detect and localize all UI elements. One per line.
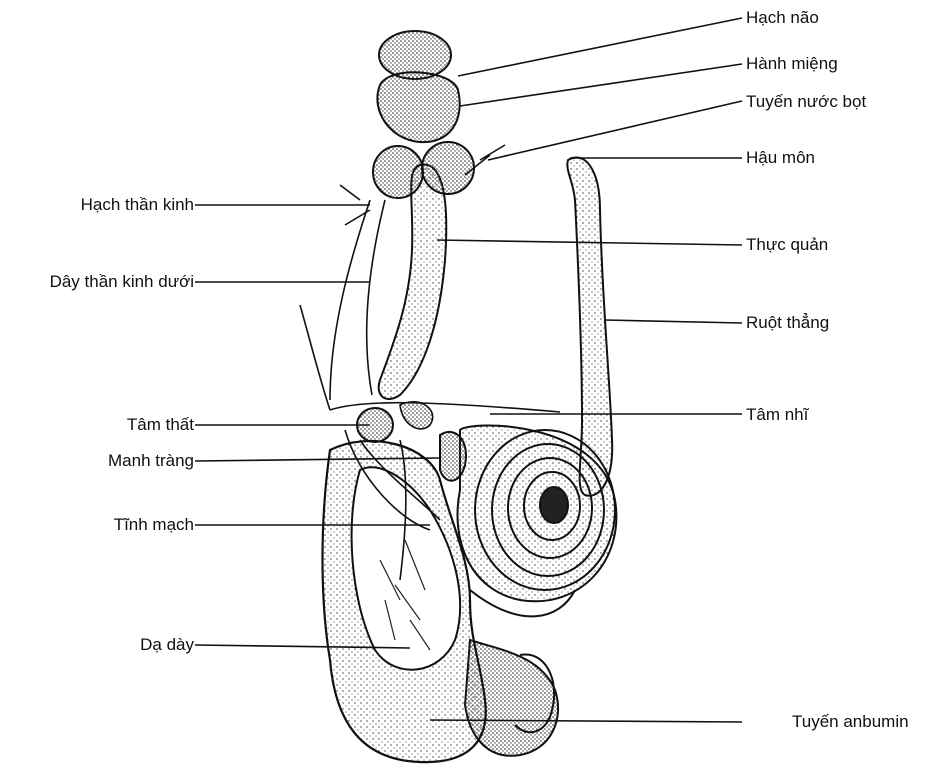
label-manh-trang: Manh tràng: [108, 451, 194, 471]
label-tam-that: Tâm thất: [127, 415, 194, 435]
esophagus-shape: [379, 164, 447, 399]
label-day-than-kinh-duoi: Dây thần kinh dưới: [50, 272, 194, 292]
label-thuc-quan: Thực quản: [746, 235, 828, 255]
label-ruot-thang: Ruột thẳng: [746, 313, 829, 333]
label-tuyen-nuoc-bot: Tuyến nước bọt: [746, 92, 866, 112]
label-hanh-mieng: Hành miệng: [746, 54, 838, 74]
caecum-shape: [440, 432, 466, 481]
label-tinh-mach: Tĩnh mạch: [114, 515, 194, 535]
label-hach-than-kinh: Hạch thần kinh: [81, 195, 194, 215]
label-tuyen-anbumin: Tuyến anbumin: [792, 712, 909, 732]
label-da-day: Dạ dày: [140, 635, 194, 655]
label-hau-mon: Hậu môn: [746, 148, 815, 168]
heart-shape: [357, 402, 433, 442]
label-hach-nao: Hạch não: [746, 8, 819, 28]
head-shape: [373, 31, 474, 198]
label-tam-nhi: Tâm nhĩ: [746, 405, 808, 425]
